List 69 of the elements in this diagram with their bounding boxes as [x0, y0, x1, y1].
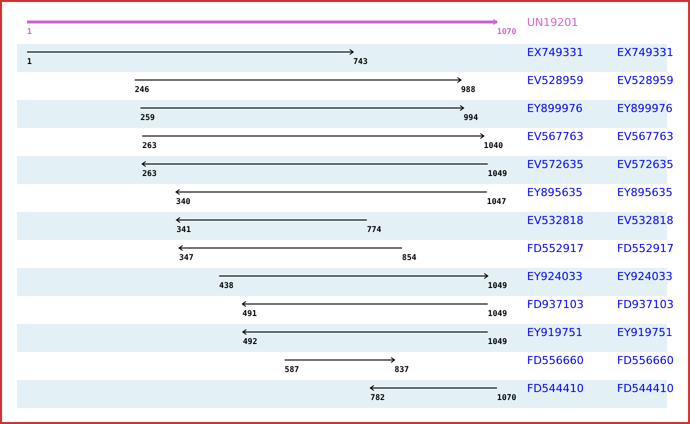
position-number: 994: [464, 108, 478, 123]
accession-link: EV567763: [617, 130, 674, 143]
position-number: 263: [142, 136, 157, 151]
accession-link: EV528959: [527, 74, 584, 87]
alignment-arrow: [218, 273, 488, 279]
accession-link: FD937103: [527, 298, 584, 311]
accession-link: FD552917: [617, 242, 674, 255]
accession-link: EY895635: [617, 186, 673, 199]
alignment-arrow: [370, 385, 498, 391]
position-number: 492: [242, 332, 258, 347]
position-number: 246: [134, 80, 150, 95]
position-number: 1049: [488, 304, 508, 319]
accession-link: FD544410: [527, 382, 584, 395]
position-number: 854: [402, 248, 416, 263]
accession-link: EV572635: [617, 158, 674, 171]
accession-link: EY899976: [617, 102, 673, 115]
accession-link: EY924033: [527, 270, 583, 283]
alignment-arrow: [140, 105, 464, 111]
accession-link: EY919751: [527, 326, 583, 339]
position-number: 1040: [484, 136, 504, 151]
position-number: 988: [460, 80, 476, 95]
accession-link: EX749331: [617, 46, 674, 59]
position-number: 347: [179, 248, 194, 263]
accession-link: EV532818: [527, 214, 584, 227]
accession-link: FD552917: [527, 242, 584, 255]
position-number: 1070: [497, 388, 516, 403]
accession-link: EY924033: [617, 270, 673, 283]
position-number: 341: [176, 220, 191, 235]
position-number: 491: [242, 304, 257, 319]
alignment-arrow: [284, 357, 396, 363]
position-number: 743: [353, 52, 368, 67]
accession-link: EX749331: [527, 46, 584, 59]
accession-link: FD556660: [617, 354, 674, 367]
position-number: 1047: [486, 192, 506, 207]
position-number: 1049: [488, 276, 508, 291]
alignment-arrow: [27, 19, 498, 25]
position-number: 438: [219, 276, 234, 291]
position-number: 1: [27, 22, 32, 37]
position-number: 782: [370, 388, 385, 403]
position-number: 263: [142, 164, 157, 179]
reference-label: UN19201: [527, 16, 578, 29]
accession-link: FD556660: [527, 354, 584, 367]
position-number: 1: [27, 52, 32, 67]
position-number: 1049: [488, 332, 508, 347]
accession-link: EY899976: [527, 102, 583, 115]
alignment-arrow: [142, 133, 484, 139]
alignment-arrow: [176, 189, 488, 195]
accession-link: FD937103: [617, 298, 674, 311]
alignment-arrow: [26, 49, 354, 55]
position-number: 340: [176, 192, 190, 207]
accession-link: EV528959: [617, 74, 674, 87]
accession-link: EV567763: [527, 130, 584, 143]
accession-link: EY895635: [527, 186, 583, 199]
alignment-arrow: [176, 217, 368, 223]
accession-link: EV572635: [527, 158, 584, 171]
position-number: 1049: [488, 164, 508, 179]
position-number: 774: [366, 220, 382, 235]
alignment-arrow: [242, 329, 488, 335]
alignment-arrow: [134, 77, 462, 83]
position-number: 1070: [497, 22, 516, 37]
position-number: 259: [140, 108, 155, 123]
accession-link: EY919751: [617, 326, 673, 339]
alignment-arrow: [178, 245, 403, 251]
accession-link: FD544410: [617, 382, 674, 395]
alignment-arrow: [242, 301, 488, 307]
position-number: 587: [284, 360, 300, 375]
alignment-arrow: [142, 161, 488, 167]
accession-link: EV532818: [617, 214, 674, 227]
position-number: 837: [394, 360, 409, 375]
